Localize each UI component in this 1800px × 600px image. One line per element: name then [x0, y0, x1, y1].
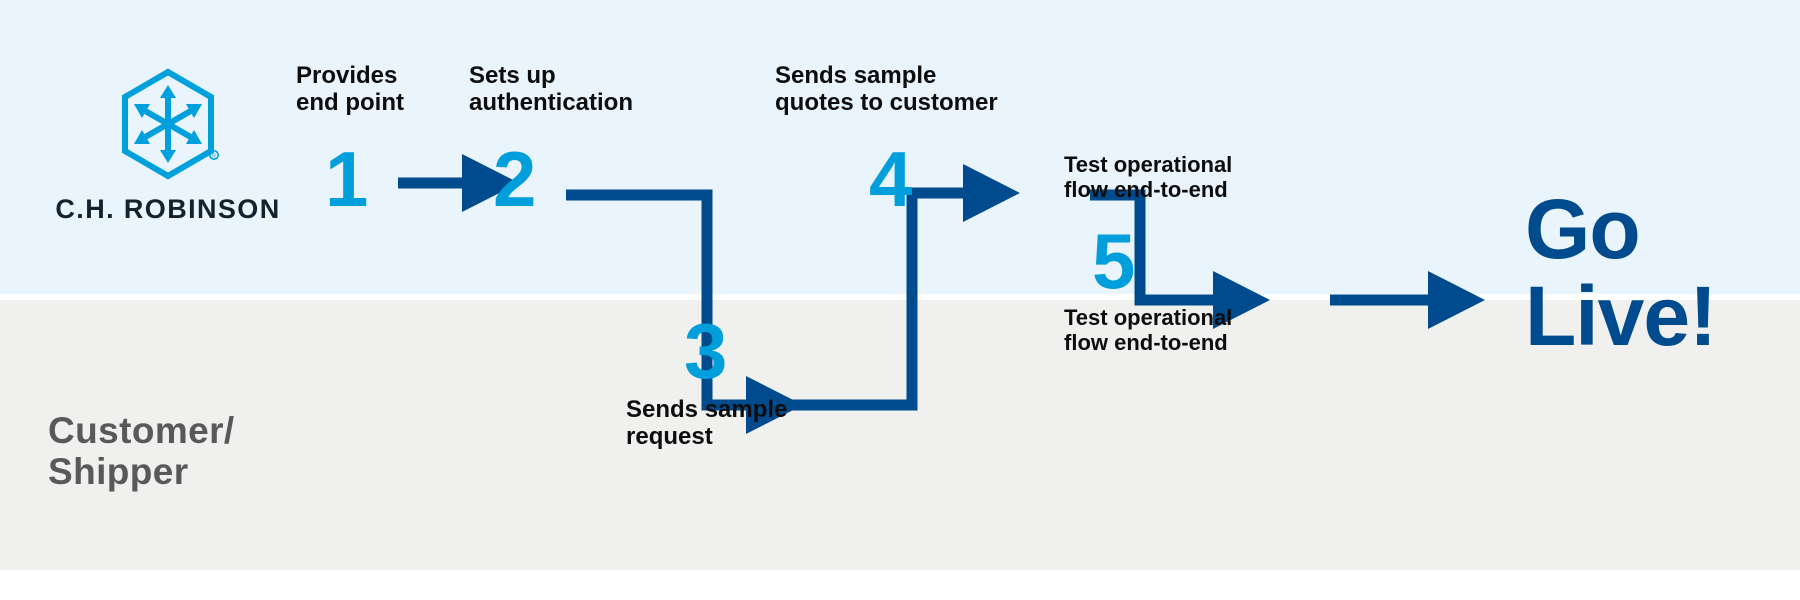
step-3-caption-below: Sends sample request — [626, 396, 788, 451]
brand-wordmark: C.H. ROBINSON — [55, 194, 281, 224]
step-1-number: 1 — [325, 135, 368, 223]
arrow-4-to-5 — [1090, 189, 1270, 330]
step-1-caption-above: Provides end point — [296, 62, 404, 117]
lane-ch-robinson — [0, 0, 1800, 294]
go-live-label: Go Live! — [1525, 182, 1717, 364]
svg-text:R: R — [212, 154, 216, 160]
step-2-number: 2 — [493, 135, 536, 223]
lane-label-customer-shipper: Customer/ Shipper — [48, 410, 235, 493]
step-4-number: 4 — [869, 135, 912, 223]
chrobinson-hexagon-cube-logo-icon: R — [122, 68, 219, 180]
step-5-caption-below: Test operational flow end-to-end — [1064, 305, 1233, 356]
step-5-number: 5 — [1092, 217, 1135, 305]
lane-customer-shipper — [0, 300, 1800, 570]
step-4-caption-above: Sends sample quotes to customer — [775, 62, 998, 117]
step-5-caption-above: Test operational flow end-to-end — [1064, 152, 1233, 203]
brand-logo-block: R C.H. ROBINSON — [48, 68, 288, 225]
arrow-3-to-4 — [782, 163, 1020, 411]
arrow-2-to-3 — [566, 189, 803, 435]
step-2-caption-above: Sets up authentication — [469, 62, 634, 117]
step-3-number: 3 — [684, 307, 727, 395]
